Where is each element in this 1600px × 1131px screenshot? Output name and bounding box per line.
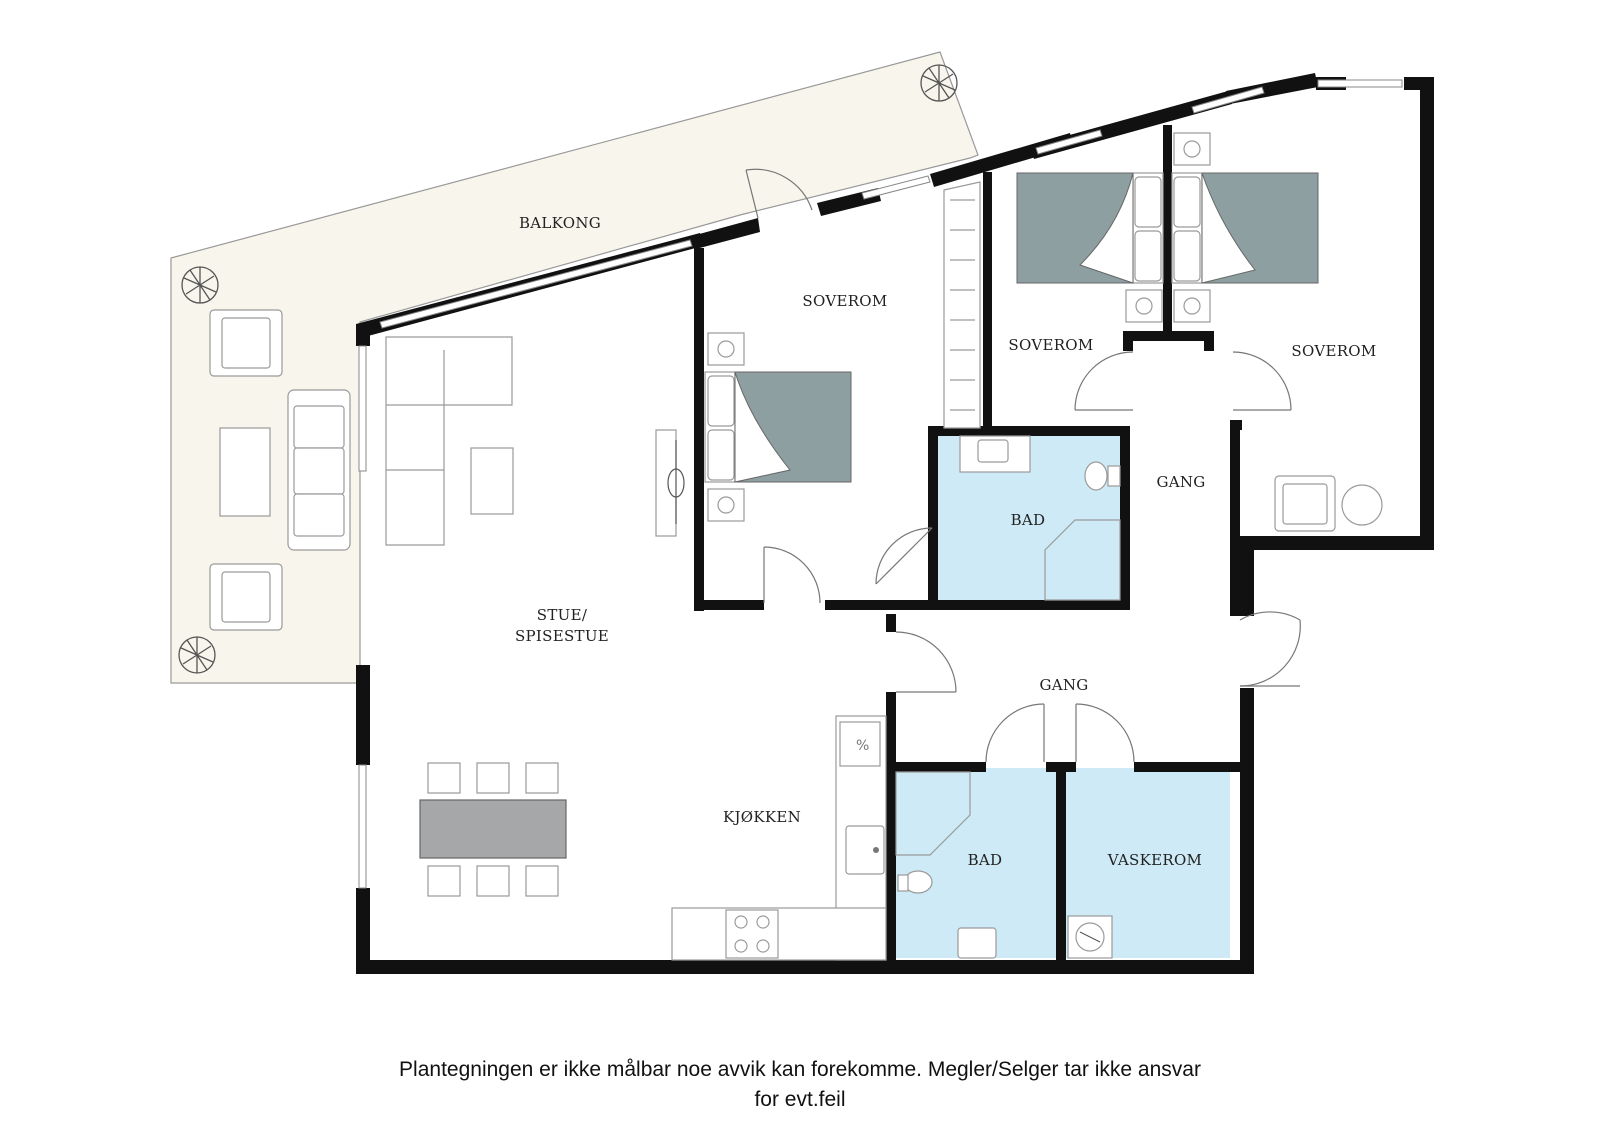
label-bath-1: BAD	[1011, 511, 1046, 529]
bed-2	[1016, 172, 1164, 323]
label-kitchen: KJØKKEN	[723, 808, 801, 826]
label-bedroom-2: SOVEROM	[1008, 336, 1093, 354]
living-furniture	[385, 336, 685, 546]
label-balcony: BALKONG	[519, 214, 601, 232]
washing-machine-icon	[1067, 915, 1113, 959]
label-bedroom-1: SOVEROM	[802, 292, 887, 310]
disclaimer-line-1: Plantegningen er ikke målbar noe avvik k…	[399, 1058, 1201, 1081]
desk-chair	[1274, 475, 1383, 532]
windows	[358, 79, 1403, 889]
interior-walls	[694, 125, 1254, 972]
plant-icon	[920, 64, 958, 102]
label-laundry: VASKEROM	[1107, 851, 1202, 869]
bath-2-floor	[896, 768, 1059, 958]
balcony-furniture	[178, 64, 958, 674]
bath-1-fixtures	[959, 435, 1121, 601]
balcony-deck	[170, 51, 979, 684]
label-hall-2: GANG	[1039, 676, 1088, 694]
bed-3	[1171, 132, 1319, 323]
svg-text:%: %	[856, 738, 869, 754]
label-bedroom-3: SOVEROM	[1291, 342, 1376, 360]
disclaimer-line-2: for evt.feil	[754, 1088, 846, 1111]
wardrobe	[943, 181, 981, 429]
doors	[745, 168, 1301, 763]
label-bath-2: BAD	[968, 851, 1003, 869]
disclaimer: Plantegningen er ikke målbar noe avvik k…	[0, 1055, 1600, 1115]
kitchen-counters: %	[671, 715, 887, 961]
label-living-1: STUE/	[537, 606, 588, 624]
bed-1	[704, 332, 852, 522]
dining-set	[419, 762, 567, 897]
label-living-2: SPISESTUE	[515, 627, 609, 645]
label-hall-1: GANG	[1156, 473, 1205, 491]
stove-icon	[725, 909, 779, 959]
plant-icon	[178, 636, 216, 674]
plant-icon	[181, 266, 219, 304]
room-labels: BALKONG SOVEROM SOVEROM SOVEROM STUE/ SP…	[515, 214, 1376, 869]
bath-2-fixtures	[895, 771, 997, 959]
